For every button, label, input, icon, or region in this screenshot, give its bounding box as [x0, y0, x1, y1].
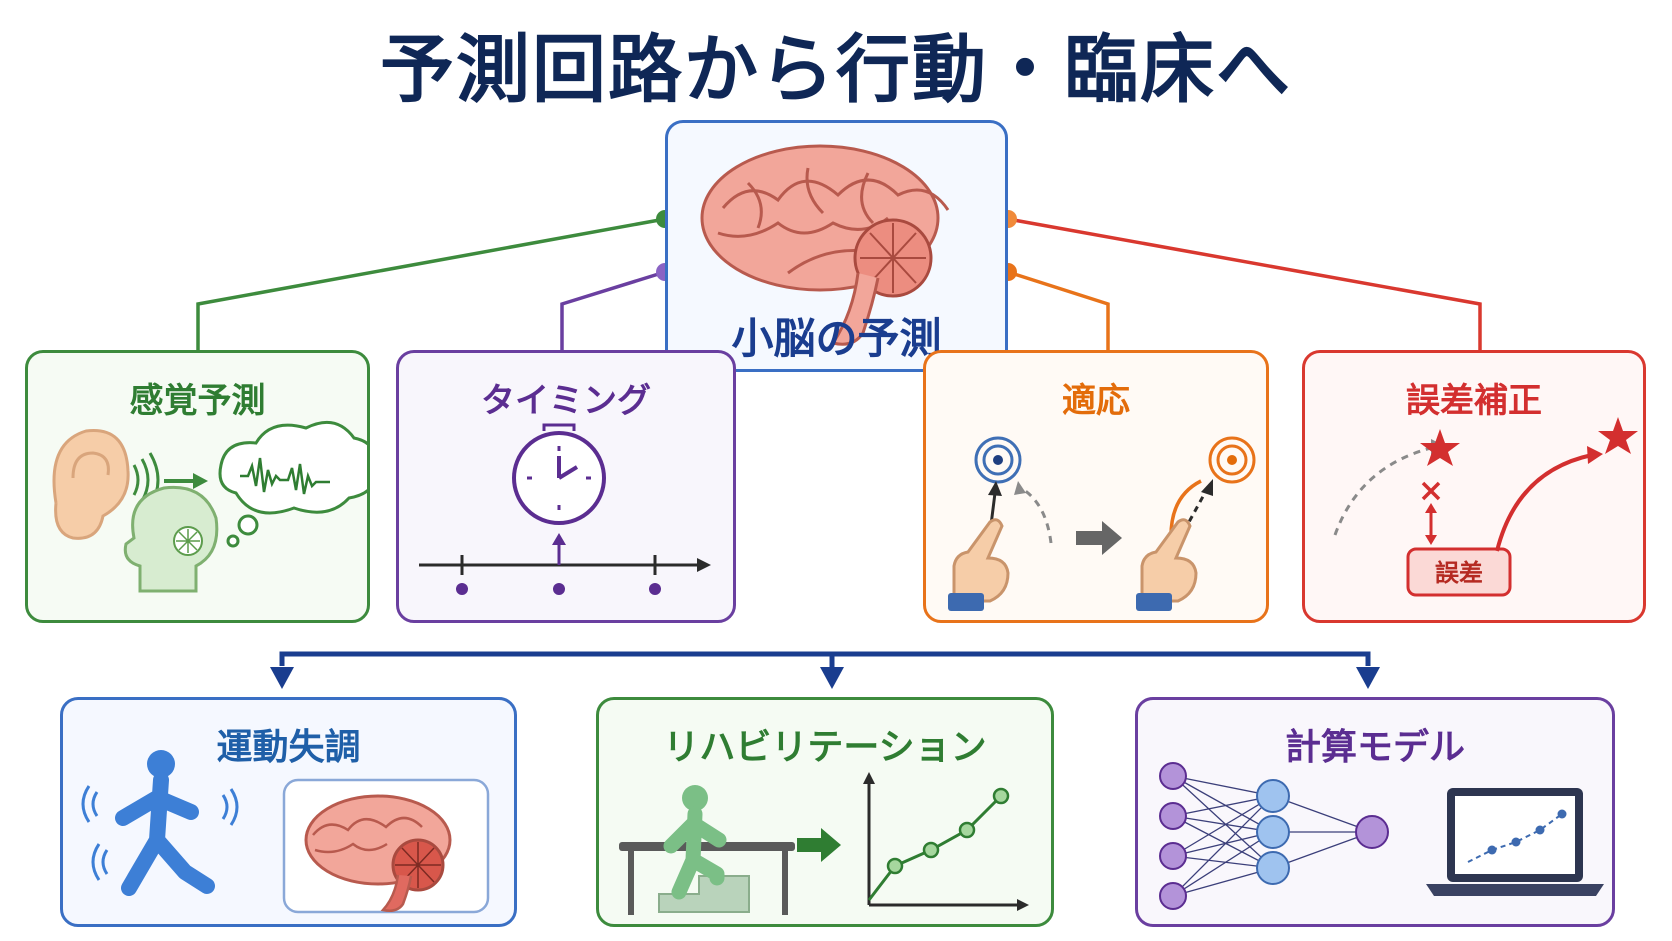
pointing-hand-icon [1136, 518, 1198, 611]
timing-illustration [419, 423, 711, 595]
ataxia-title: 運動失調 [216, 727, 361, 768]
target-icon [974, 436, 1022, 484]
arrow-icon [797, 828, 841, 862]
error-correction-title: 誤差補正 [1406, 381, 1542, 421]
sound-wave-signal [240, 457, 330, 495]
adaptation-title: 適応 [1062, 381, 1130, 421]
adaptation-illustration [948, 436, 1256, 611]
sensory-prediction-title: 感覚予測 [129, 381, 266, 421]
computational-model-title: 計算モデル [1284, 727, 1465, 768]
computational-model-illustration [1159, 762, 1604, 910]
brain-icon [700, 144, 950, 346]
pointing-hand-icon [948, 518, 1010, 611]
ear-icon [52, 429, 130, 540]
head-icon [123, 485, 219, 593]
sensory-illustration [52, 420, 367, 593]
star-icon [1420, 429, 1460, 466]
treadmill-person-icon [619, 785, 795, 915]
laptop-icon [1426, 788, 1604, 896]
center-label: 小脳の予測 [731, 314, 942, 363]
cross-icon [1421, 481, 1441, 501]
timing-box: タイミング [396, 350, 736, 623]
rehabilitation-box: リハビリテーション [596, 697, 1054, 927]
page-title: 予測回路から行動・臨床へ [380, 27, 1292, 113]
line-graph-icon [863, 772, 1029, 911]
connector-timing [560, 270, 666, 352]
arrow-head-model [1356, 667, 1380, 689]
center-box: 小脳の予測 [665, 120, 1008, 372]
ataxia-box: 運動失調 [60, 697, 517, 927]
computational-model-box: 計算モデル [1135, 697, 1615, 927]
star-icon [1598, 417, 1638, 454]
ataxia-illustration [81, 750, 490, 914]
walking-person-icon [81, 750, 239, 896]
timeline-icon [419, 533, 711, 595]
error-badge-label: 誤差 [1435, 559, 1483, 587]
arrow-head-ataxia [270, 667, 294, 689]
adaptation-box: 適応 [923, 350, 1269, 623]
error-badge [1406, 547, 1512, 597]
connector-lines [196, 217, 1482, 352]
thought-bubble-icon [218, 420, 367, 548]
neural-network-icon [1159, 762, 1389, 910]
arrow-head-rehab [820, 667, 844, 689]
rehabilitation-illustration [619, 772, 1029, 915]
arrow-icon [1076, 521, 1122, 555]
clock-icon [512, 423, 606, 525]
connector-adaptation [1007, 270, 1110, 352]
target-icon [1208, 436, 1256, 484]
connector-sensory [196, 217, 666, 352]
error-correction-illustration [1333, 417, 1638, 597]
sensory-prediction-box: 感覚予測 [25, 350, 370, 623]
timing-title: タイミング [481, 381, 651, 421]
connector-error [1007, 217, 1482, 352]
arrow-icon [164, 473, 208, 489]
rehabilitation-title: リハビリテーション [663, 727, 987, 768]
error-correction-box: 誤差補正 誤差 [1302, 350, 1646, 623]
brain-icon [304, 794, 452, 912]
